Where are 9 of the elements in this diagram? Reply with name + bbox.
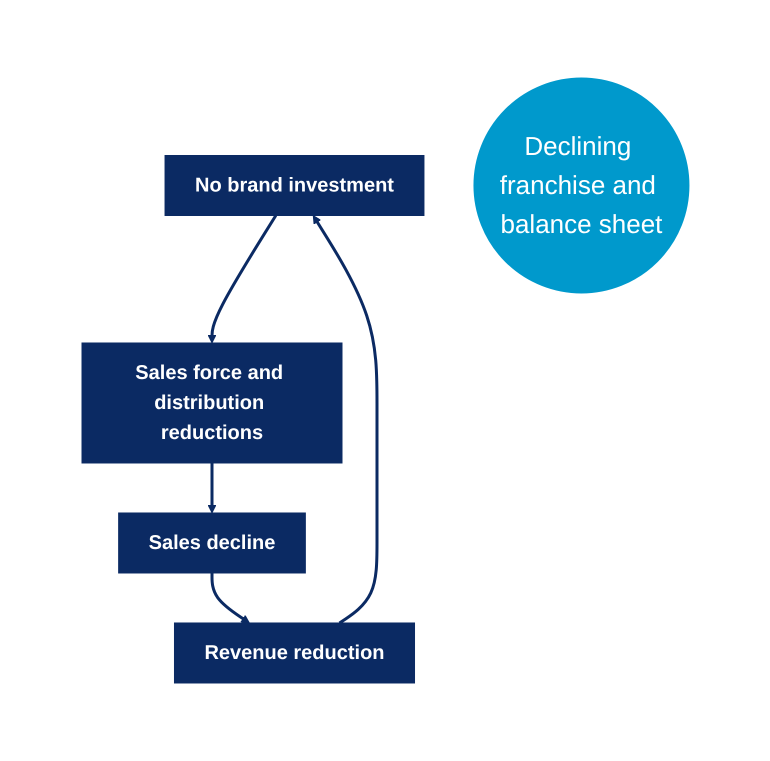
arrow [210, 572, 250, 624]
node-box: Revenue reduction [174, 622, 415, 684]
node-box: Sales decline [118, 512, 306, 574]
arrow [207, 463, 216, 514]
node-box: Sales force and distribution reductions [81, 342, 342, 464]
node-box: No brand investment [164, 155, 424, 216]
arrow [312, 215, 378, 624]
node-circle: Declining franchise and balance sheet [472, 78, 689, 294]
arrow [207, 214, 277, 344]
